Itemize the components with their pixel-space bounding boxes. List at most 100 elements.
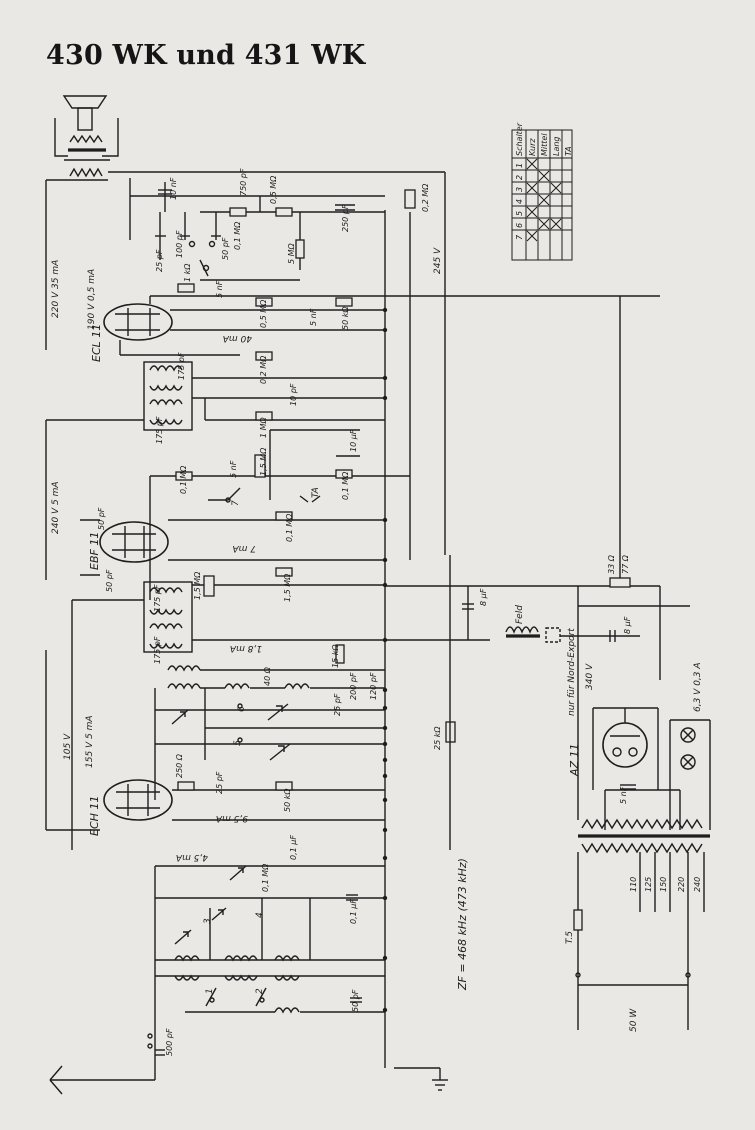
switch-number-labels: 1 2 3 4 5 6 7 xyxy=(203,500,265,994)
label-c-750pf: 750 pF xyxy=(239,168,248,196)
resistor-250 xyxy=(177,781,195,791)
label-az11: AZ 11 xyxy=(568,743,581,777)
switch-table-mark xyxy=(526,230,538,242)
if-filter-1 xyxy=(45,361,385,580)
label-r-5m: 5 MΩ xyxy=(287,242,296,264)
label-240v: 240 V 5 mA xyxy=(51,481,61,534)
resistor-01m-a xyxy=(229,207,247,217)
label-c-500pf: 500 pF xyxy=(165,1028,174,1056)
label-c-25pf-b: 25 pF xyxy=(333,693,342,716)
switch-table-mark xyxy=(526,158,538,170)
oscillator-coils xyxy=(154,665,385,800)
label-c-01uf-a: 0,1 µF xyxy=(289,835,298,860)
resistor-01m-b xyxy=(175,471,193,481)
label-c-100pf: 100 pF xyxy=(175,230,184,258)
resistor-50k-a xyxy=(335,297,353,307)
resistor-50k-b xyxy=(275,781,293,791)
switch-table-row-label: Mittel xyxy=(540,133,549,156)
label-c-01uf-b: 0,1 µF xyxy=(349,899,358,924)
label-switch-1: 1 xyxy=(205,988,215,994)
switch-table-row-label: Lang xyxy=(552,136,561,156)
resistor-5m xyxy=(295,239,305,259)
resistor-02m-b xyxy=(255,351,273,361)
label-r-01m-a: 0,1 MΩ xyxy=(233,221,242,250)
label-c-50pf-a: 50 pF xyxy=(221,237,230,260)
label-power: 50 W xyxy=(629,1008,639,1032)
page-title: 430 WK und 431 WK xyxy=(46,40,366,71)
label-zf: ZF = 468 kHz (473 kHz) xyxy=(456,858,469,991)
label-tap-110: 110 xyxy=(629,877,638,892)
label-r-25k: 25 kΩ xyxy=(433,726,442,750)
label-c-50pf-d: 50 pF xyxy=(351,989,360,1012)
label-r-250: 250 Ω xyxy=(175,753,184,778)
label-r-01m-d: 0,1 MΩ xyxy=(285,513,294,542)
power-transformer xyxy=(573,818,710,1030)
label-155v: 155 V 5 mA xyxy=(85,715,95,768)
tube-ecl11 xyxy=(103,295,460,356)
label-r-33: 33 Ω xyxy=(607,554,616,574)
label-r-05m-b: 0,5 MΩ xyxy=(259,299,268,328)
label-c-5nf-d: 5 nF xyxy=(619,786,628,804)
voltage-labels: 220 V 35 mA 190 V 0,5 mA 240 V 5 mA 105 … xyxy=(51,247,703,1032)
label-r-77: 77 Ω xyxy=(621,554,630,574)
ground-bus xyxy=(384,210,448,1091)
switch-table-mark xyxy=(538,170,550,182)
label-c-5nf-b: 5 nF xyxy=(309,308,318,326)
switch-table-number: 7 xyxy=(515,234,524,240)
label-r-15m-b: 1,5 MΩ xyxy=(193,571,202,600)
resistor-01m-d xyxy=(275,511,293,521)
label-95ma: 9,5 mA xyxy=(216,813,248,823)
label-c-10pf: 10 pF xyxy=(289,383,298,406)
label-switch-6: 6 xyxy=(237,706,247,712)
label-c-175pf-a: 175 pF xyxy=(177,352,186,380)
switch-table-number: 2 xyxy=(515,175,524,180)
resistor-1m xyxy=(255,411,273,421)
switch-table-number: 1 xyxy=(515,163,524,168)
tube-labels: ECL 11 EBF 11 ECH 11 AZ 11 xyxy=(88,324,581,836)
label-c-25pf: 25 pF xyxy=(155,249,164,272)
label-r-01m-c: 0,1 MΩ xyxy=(341,471,350,500)
switch-table xyxy=(511,129,573,261)
label-105v: 105 V xyxy=(63,733,73,760)
label-nord-export: nur für Nord-Export xyxy=(567,628,577,716)
component-labels: 10 nF 750 pF 0,5 MΩ 250 pF 0,2 MΩ 25 pF … xyxy=(97,168,632,1056)
label-r-15m-c: 1,5 MΩ xyxy=(283,573,292,602)
switch-table-row-label: TA xyxy=(564,146,573,156)
label-ta: TA xyxy=(311,487,321,498)
label-tap-240: 240 xyxy=(693,877,702,892)
label-18ma: 1,8 mA xyxy=(230,643,262,653)
label-c-10nf-top: 10 nF xyxy=(169,177,178,200)
switch-table-mark xyxy=(538,194,550,206)
label-ech11: ECH 11 xyxy=(88,796,101,836)
label-c-250pf: 250 pF xyxy=(341,204,350,232)
switch-table-header: Schalter xyxy=(515,122,524,156)
resistor-15m-a xyxy=(254,454,266,478)
switch-table-mark xyxy=(550,182,562,194)
switch-table-number: 3 xyxy=(515,187,524,192)
antenna-icon xyxy=(49,1033,165,1095)
label-r-02m-top: 0,2 MΩ xyxy=(421,183,430,212)
input-section xyxy=(154,865,385,1060)
label-lamp: 6,3 V 0,3 A xyxy=(693,662,703,712)
label-r-40: 40 Ω xyxy=(263,666,272,686)
switch-table-mark xyxy=(538,218,550,230)
supply-line xyxy=(385,295,690,680)
resistor-15m-c xyxy=(275,567,293,577)
speaker-icon xyxy=(54,95,119,178)
label-c-50pf-b: 50 pF xyxy=(97,507,106,530)
label-c-5nf-a: 5 nF xyxy=(215,280,224,298)
switch-table-row-label: Kurz xyxy=(528,138,537,156)
label-r-15k: 15 kΩ xyxy=(331,644,340,668)
label-r-01m-b: 0,1 MΩ xyxy=(179,465,188,494)
resistor-15k xyxy=(335,644,345,664)
resistor-15m-b xyxy=(203,575,215,597)
label-c-10uf: 10 µF xyxy=(349,429,358,452)
label-340v: 340 V xyxy=(585,663,595,690)
label-fuse: T.5 xyxy=(565,931,575,944)
label-tap-125: 125 xyxy=(644,877,653,892)
label-r-05m: 0,5 MΩ xyxy=(269,175,278,204)
label-c-50pf-c: 50 pF xyxy=(105,569,114,592)
label-c-8uf-b: 8 µF xyxy=(623,616,632,634)
if-filter-2 xyxy=(71,581,490,850)
